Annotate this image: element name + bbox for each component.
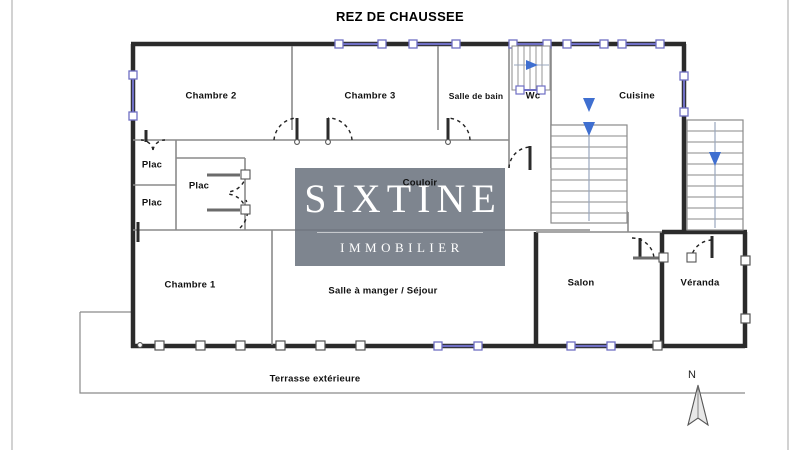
room-label-chambre-3: Chambre 3 <box>344 90 396 102</box>
compass-label: N <box>688 369 696 381</box>
page-border <box>11 0 789 450</box>
room-label-placard-haut: Plac <box>141 159 163 171</box>
room-label-placard-bas: Plac <box>141 197 163 209</box>
windows-bottom <box>154 340 663 351</box>
terrace-outline <box>79 311 745 394</box>
room-label-chambre-1: Chambre 1 <box>164 279 216 291</box>
staircase-center <box>550 98 628 224</box>
room-label-chambre-2: Chambre 2 <box>185 90 237 102</box>
room-label-salle-a-manger: Salle à manger / Séjour <box>328 285 438 297</box>
page-title: REZ DE CHAUSSEE <box>335 9 465 24</box>
windows-right <box>679 71 751 324</box>
windows-top <box>334 39 665 49</box>
compass-north-arrow-icon <box>687 384 709 427</box>
agency-watermark: SIXTINE IMMOBILIER <box>295 168 505 266</box>
windows-left <box>128 70 138 121</box>
staircase-upper-left <box>511 45 551 95</box>
room-label-veranda: Véranda <box>680 277 720 289</box>
room-label-terrasse: Terrasse extérieure <box>269 373 361 385</box>
room-label-cuisine: Cuisine <box>619 90 655 102</box>
room-label-wc: Wc <box>525 90 541 102</box>
watermark-brand: SIXTINE <box>304 176 502 221</box>
room-label-salon: Salon <box>567 277 595 289</box>
watermark-tagline: IMMOBILIER <box>340 240 464 255</box>
room-label-placard-centre: Plac <box>188 180 210 192</box>
staircase-right <box>686 119 744 231</box>
room-label-couloir: Couloir <box>402 177 438 189</box>
room-label-salle-de-bain: Salle de bain <box>448 91 504 101</box>
watermark-divider <box>317 232 483 233</box>
interior-partitions <box>133 46 662 346</box>
